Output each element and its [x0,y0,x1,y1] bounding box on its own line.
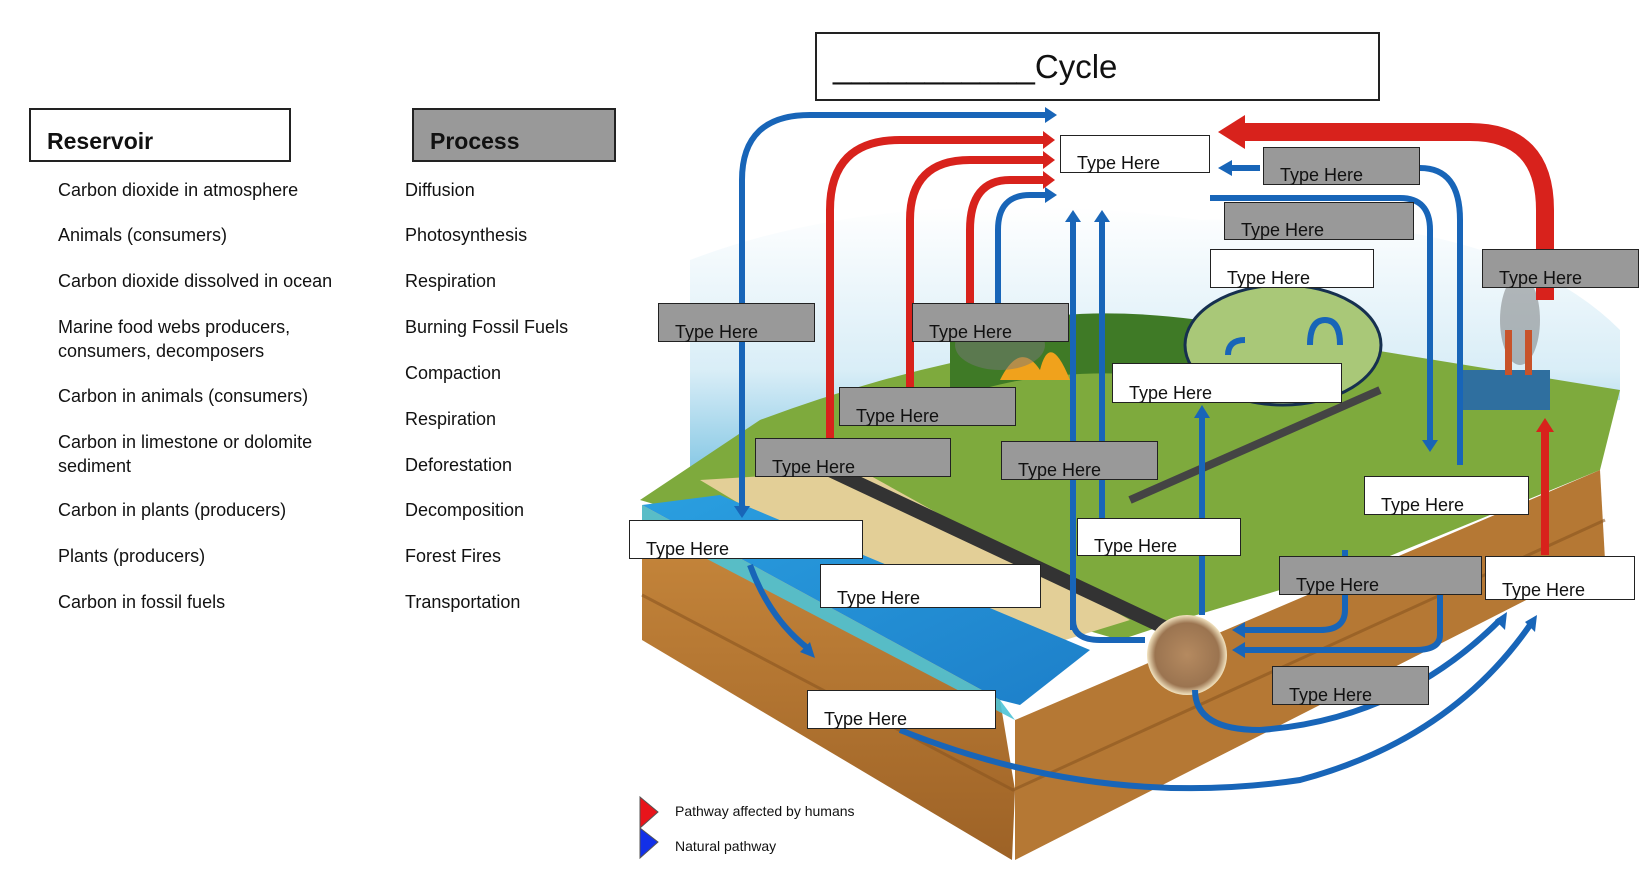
reservoir-item: Carbon in limestone or dolomite sediment [58,432,313,476]
process-item: Transportation [405,592,521,612]
answer-box[interactable]: Type Here [1364,476,1529,515]
answer-box[interactable]: Type Here [820,564,1041,608]
process-item: Burning Fossil Fuels [405,317,569,337]
legend-human-label: Pathway affected by humans [675,803,855,819]
process-item: Respiration [405,409,497,429]
reservoir-item: Marine food webs producers, consumers, d… [58,317,291,361]
answer-box[interactable]: Type Here [1279,556,1482,595]
process-item: Respiration [405,271,497,291]
factory [1460,370,1550,410]
reservoir-item: Plants (producers) [58,546,206,566]
soil-left-face [642,505,1015,860]
process-item: Photosynthesis [405,225,528,245]
soil-layer-line [641,518,1606,792]
answer-box[interactable]: Type Here [629,520,863,559]
process-item: Decomposition [405,500,525,520]
process-item: Deforestation [405,455,513,475]
answer-box[interactable]: Type Here [1224,202,1414,240]
legend-natural-triangle [639,826,659,860]
answer-box[interactable]: Type Here [839,387,1016,426]
cycle-title-box[interactable]: ___________Cycle [815,32,1380,101]
answer-box[interactable]: Type Here [1272,666,1429,705]
legend-human-triangle [639,795,659,830]
answer-box[interactable]: Type Here [912,303,1069,342]
reservoir-item: Animals (consumers) [58,225,228,245]
answer-box[interactable]: Type Here [755,438,951,477]
process-header: Process [412,108,616,162]
legend-natural-label: Natural pathway [675,838,777,854]
reservoir-item: Carbon in animals (consumers) [58,386,309,406]
answer-box[interactable]: Type Here [1112,363,1342,403]
process-item: Diffusion [405,180,475,200]
reservoir-item: Carbon dioxide dissolved in ocean [58,271,333,291]
human-pathways [826,123,1554,555]
reservoir-item: Carbon in fossil fuels [58,592,226,612]
answer-box[interactable]: Type Here [1001,441,1158,480]
decomposers-circle [1147,615,1227,695]
answer-box[interactable]: Type Here [1482,249,1639,288]
reservoir-item: Carbon in plants (producers) [58,500,287,520]
answer-box[interactable]: Type Here [1060,135,1210,173]
reservoir-header: Reservoir [29,108,291,162]
answer-box[interactable]: Type Here [1263,147,1420,185]
answer-box[interactable]: Type Here [807,690,996,729]
answer-box[interactable]: Type Here [658,303,815,342]
title-suffix: Cycle [1034,48,1118,85]
reservoir-item: Carbon dioxide in atmosphere [58,180,299,200]
answer-box[interactable]: Type Here [1077,518,1241,556]
road [827,463,1173,637]
process-item: Forest Fires [405,546,502,566]
answer-box[interactable]: Type Here [1210,249,1374,288]
process-item: Compaction [405,363,502,383]
title-blank: ___________ [833,48,1035,85]
answer-box[interactable]: Type Here [1485,556,1635,600]
